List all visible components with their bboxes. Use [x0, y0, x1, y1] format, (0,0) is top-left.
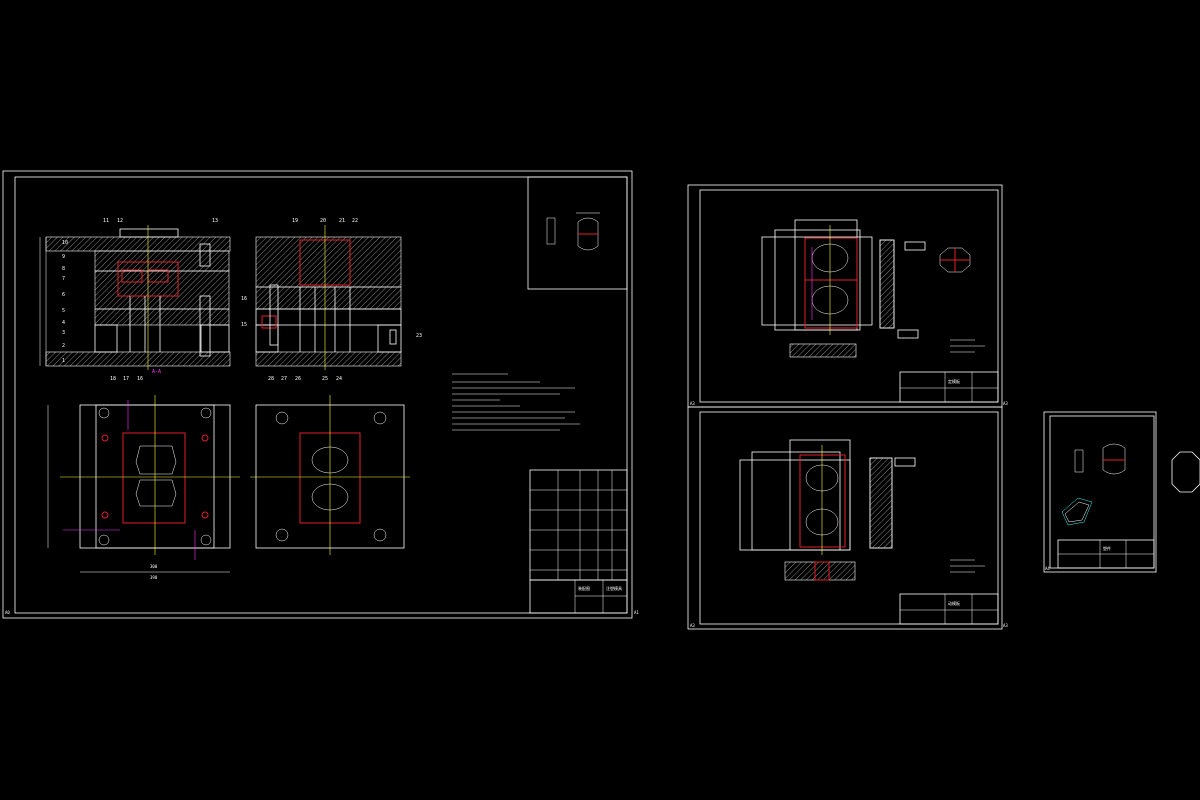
callout-label: 1	[62, 358, 65, 364]
callout-label: 23	[416, 333, 422, 339]
assembly-product-view-box	[527, 176, 628, 290]
callout-label: 26	[295, 376, 301, 382]
assembly-front-section	[39, 225, 231, 370]
assembly-sheet-border	[2, 170, 633, 619]
callout-label: 16	[137, 376, 143, 382]
callout-label: 27	[281, 376, 287, 382]
assembly-parts-list	[529, 469, 628, 581]
callout-label: 24	[336, 376, 342, 382]
assembly-subtitle: 注塑模具	[606, 585, 622, 591]
callout-label: 9	[62, 254, 65, 260]
part-c-sheet	[1043, 411, 1157, 573]
callout-label: 17	[123, 376, 129, 382]
part-a-title: 定模板	[948, 378, 960, 384]
part-b-sheet-frame	[699, 411, 999, 625]
assembly-bottom-callouts: 18 17 16 28 27 26 25 24	[110, 376, 342, 382]
callout-label: 4	[62, 320, 65, 326]
assembly-sheet-frame	[14, 176, 628, 614]
part-c-title: 塑件	[1103, 545, 1111, 551]
sheet-corner-mark: A3	[1003, 401, 1008, 406]
part-c-sheet-frame	[1049, 415, 1155, 569]
assembly-technical-notes	[452, 373, 580, 431]
assembly-title-block	[529, 579, 628, 614]
sheet-corner-mark: A4	[1045, 566, 1050, 571]
assembly-plan-view-left	[47, 395, 240, 573]
callout-label: 25	[322, 376, 328, 382]
callout-label: 13	[212, 218, 218, 224]
assembly-top-callouts: 11 12 13 19 20 21 22	[103, 218, 358, 224]
callout-label: 18	[110, 376, 116, 382]
part-b-sheet-border	[687, 406, 1003, 630]
sheet-corner-mark: A3	[1003, 623, 1008, 628]
callout-label: 20	[320, 218, 326, 224]
part-b-sheet	[687, 406, 1003, 630]
part-a-sheet-frame	[699, 189, 999, 403]
callout-label: 8	[62, 266, 65, 272]
assembly-title: 装配图	[578, 585, 590, 591]
dimension-label: 390	[150, 575, 158, 580]
assembly-product-view	[546, 212, 600, 251]
assembly-plan-view-right	[250, 395, 410, 555]
callout-label: 22	[352, 218, 358, 224]
assembly-side-section	[255, 225, 402, 370]
callout-label: 19	[292, 218, 298, 224]
part-a-sheet-border	[687, 184, 1003, 408]
assembly-sheet	[2, 170, 633, 619]
assembly-right-callouts: 16 15 23	[241, 296, 422, 339]
assembly-left-callouts: 10 9 8 7 6 5 4 3 2 1	[62, 240, 68, 364]
part-c-sheet-border	[1043, 411, 1157, 573]
callout-label: 11	[103, 218, 109, 224]
callout-label: 15	[241, 322, 247, 328]
callout-label: 3	[62, 330, 65, 336]
section-label: A-A	[152, 369, 161, 375]
callout-label: 12	[117, 218, 123, 224]
dimension-label: 300	[150, 564, 158, 569]
edge-part-outline	[1171, 451, 1200, 493]
callout-label: 5	[62, 308, 65, 314]
callout-label: 28	[268, 376, 274, 382]
callout-label: 16	[241, 296, 247, 302]
part-b-title: 动模板	[948, 600, 960, 606]
callout-label: 7	[62, 276, 65, 282]
sheet-corner-mark: A3	[690, 401, 695, 406]
part-a-sheet	[687, 184, 1003, 408]
sheet-corner-mark: A1	[634, 610, 639, 615]
part-b-title-block	[899, 593, 999, 625]
sheet-corner-mark: A0	[5, 610, 10, 615]
part-a-title-block	[899, 371, 999, 403]
part-c-title-block	[1057, 539, 1155, 569]
callout-label: 2	[62, 343, 65, 349]
callout-label: 21	[339, 218, 345, 224]
sheet-corner-mark: A3	[690, 623, 695, 628]
callout-label: 10	[62, 240, 68, 246]
callout-label: 6	[62, 292, 65, 298]
